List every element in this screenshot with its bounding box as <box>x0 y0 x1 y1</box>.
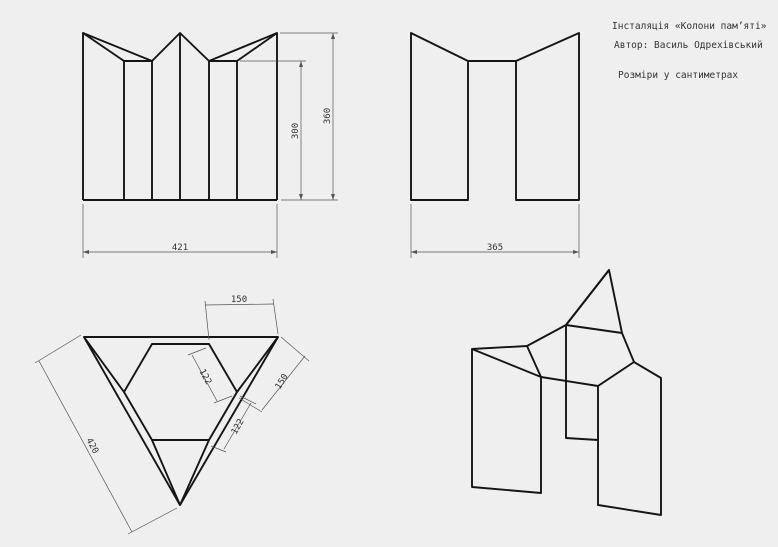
units-note: Розміри у сантиметрах <box>618 70 739 81</box>
front-dimensions: 421 300 360 <box>82 32 338 258</box>
dim-plan-overall: 420 <box>84 437 100 456</box>
side-view <box>410 32 580 201</box>
dim-front-height-outer: 360 <box>323 108 333 124</box>
drawing-title: Інсталяція «Колони пам’яті» <box>612 21 767 32</box>
dim-plan-inner-right: 122 <box>230 417 247 436</box>
front-view <box>82 32 278 201</box>
side-dimensions: 365 <box>410 204 580 258</box>
dim-front-width: 421 <box>172 243 188 253</box>
plan-view <box>83 336 279 506</box>
dim-plan-top: 150 <box>231 295 247 305</box>
dim-front-height-inner: 300 <box>291 123 301 139</box>
axonometric-view <box>471 269 662 516</box>
drawing-author: Автор: Василь Одрехівський <box>614 40 763 51</box>
dim-side-width: 365 <box>487 243 503 253</box>
dim-plan-right: 150 <box>274 372 291 391</box>
plan-dimensions: 150 150 122 122 420 <box>34 295 310 535</box>
dim-plan-inner-left: 122 <box>197 368 213 387</box>
